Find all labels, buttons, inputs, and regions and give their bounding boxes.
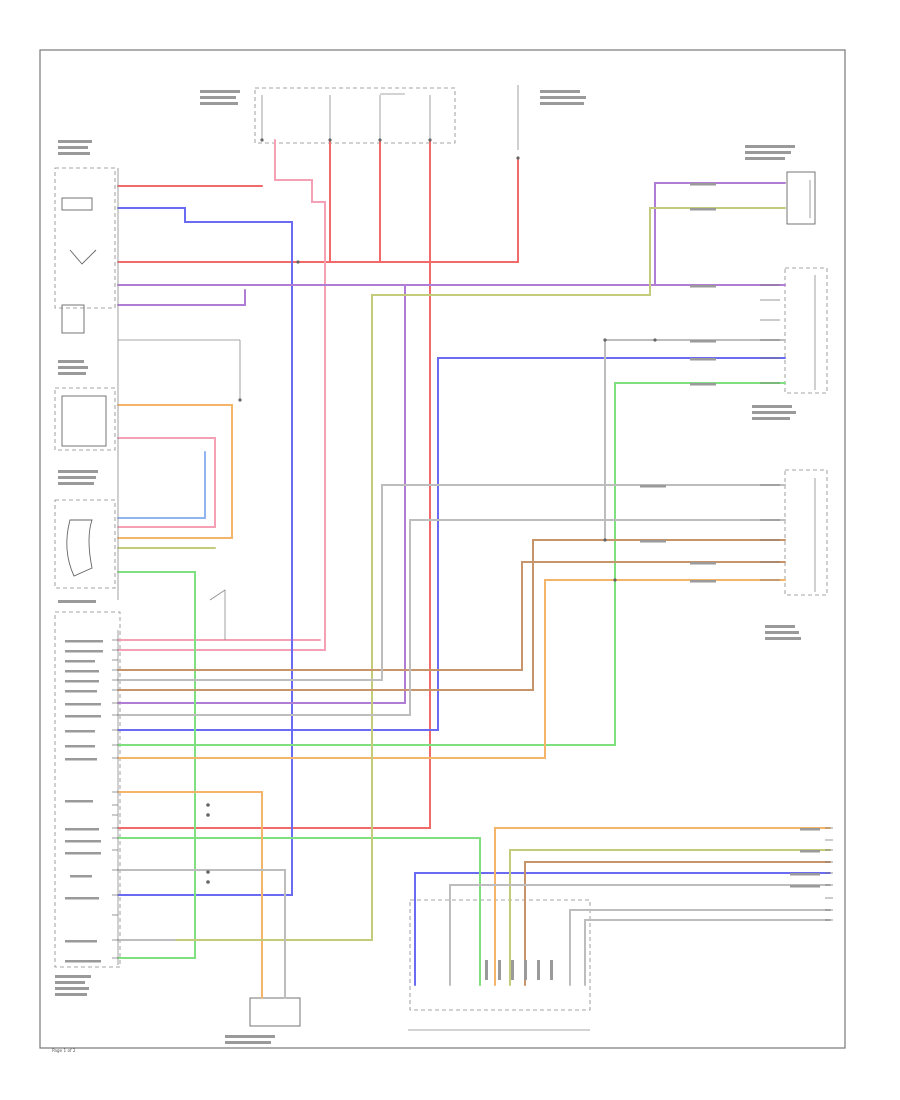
wire-orange-4 [494, 827, 831, 986]
actuator-box-right-1 [784, 267, 828, 394]
wire-green-1 [117, 571, 196, 959]
component-boxes [54, 87, 828, 1027]
label-marks [55, 90, 820, 1044]
wire-pink-1 [117, 139, 326, 651]
wires [117, 139, 831, 999]
wire-red-1 [117, 157, 519, 263]
thin-lines [117, 85, 816, 1031]
wire-blue-3 [414, 872, 831, 986]
connector-block-bottom [409, 899, 591, 1011]
relay-box-top-left [54, 167, 116, 309]
connector-dots [206, 138, 657, 884]
pin-ticks [112, 284, 833, 959]
wire-yellow-green-1 [117, 207, 786, 941]
blower-box [54, 387, 116, 451]
wire-gray-6 [604, 339, 786, 541]
sensor-box-left [54, 499, 116, 589]
wire-gray-8 [584, 919, 831, 986]
footer-code: Page 1 of 2 [52, 1048, 76, 1053]
wire-gray-4 [449, 884, 831, 986]
wire-green-2 [117, 837, 481, 986]
wire-purple-2 [117, 289, 246, 306]
wire-pink-2 [117, 437, 216, 528]
wire-gray-7 [569, 909, 831, 986]
wire-orange-2 [117, 791, 263, 999]
wire-gray-1 [117, 484, 786, 681]
wire-purple-3 [117, 284, 786, 704]
wire-brown-2 [117, 561, 786, 671]
wire-blue-2 [117, 357, 786, 731]
wire-orange-3 [117, 579, 786, 759]
control-module-box [54, 611, 121, 968]
wire-brown-3 [524, 861, 831, 986]
wire-blue-4 [117, 451, 206, 519]
wire-purple-1 [117, 182, 786, 286]
wire-red-2 [117, 139, 431, 829]
wire-orange-1 [117, 404, 233, 539]
motor-box-bottom [249, 997, 301, 1027]
actuator-box-right-2 [784, 469, 828, 596]
wire-gray-2 [117, 519, 786, 716]
wire-yellow-green-3 [509, 849, 831, 986]
diagram-border [39, 49, 846, 1049]
sensor-box-top-right [786, 171, 816, 225]
fuse-block-top [254, 87, 456, 144]
wire-gray-3 [117, 869, 286, 999]
